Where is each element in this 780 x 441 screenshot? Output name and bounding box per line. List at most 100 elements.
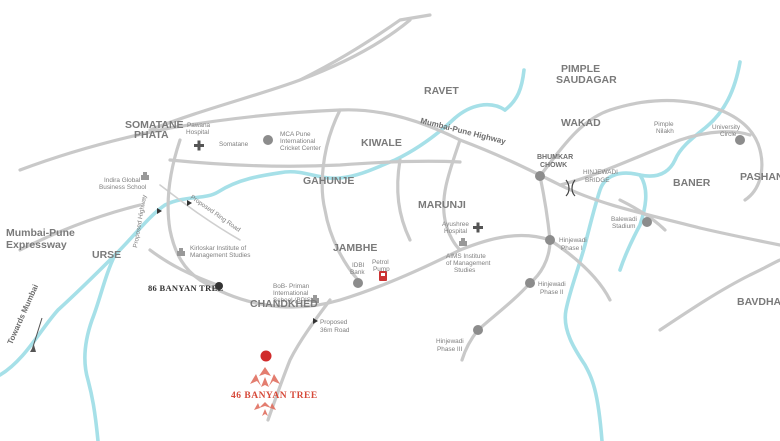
label-marunji: MARUNJI — [418, 199, 466, 211]
label-balewadi-2: Stadium — [612, 223, 635, 230]
road-urse — [18, 203, 142, 252]
label-gahunje: GAHUNJE — [303, 175, 354, 187]
label-urse: URSE — [92, 249, 121, 261]
label-idbi-1: IDBI — [352, 262, 365, 269]
label-pashan: PASHAN — [740, 171, 780, 183]
label-bpis-2: International — [273, 290, 308, 297]
label-chandkhed: CHANDKHED — [250, 298, 318, 310]
university-dot — [735, 135, 745, 145]
road-balewadi — [618, 198, 667, 232]
label-pimple-nilakh-2: Nilakh — [656, 128, 674, 135]
label-indira-2: Business School — [99, 184, 146, 191]
label-baner: BANER — [673, 177, 711, 189]
label-mca-1: MCA Pune — [280, 131, 311, 138]
hinjewadi-phase3-dot — [473, 325, 483, 335]
label-mca-3: Cricket Center — [280, 145, 322, 152]
label-ravet: RAVET — [424, 85, 459, 97]
school-icon-kirloskar — [177, 248, 185, 256]
label-bpis-3: School (BPIS) — [273, 297, 313, 304]
hinjewadi-bridge-marker — [565, 179, 576, 197]
label-university-1: University — [712, 124, 741, 131]
label-pimple-2: SAUDAGAR — [556, 74, 617, 86]
label-somatane-2: PHATA — [134, 129, 169, 141]
school-icon-aims — [459, 238, 467, 246]
banyan-46-dot — [260, 350, 272, 362]
label-aims-3: Studies — [454, 267, 475, 274]
label-ayushree-1: Ayushree — [442, 221, 469, 228]
school-icon-bpis — [311, 295, 319, 303]
label-ayushree-2: Hospital — [444, 228, 467, 235]
label-phase3-a: Hinjewadi — [436, 338, 464, 345]
label-pimple-1: PIMPLE — [561, 63, 600, 75]
pawana-hospital-icon — [194, 140, 204, 151]
label-idbi-2: Bank — [350, 269, 365, 276]
road-hinjewadi-phase3 — [460, 281, 532, 362]
mca-dot — [263, 135, 273, 145]
label-indira-1: Indira Global — [104, 177, 140, 184]
label-aims-1: AIMS Institute — [446, 253, 486, 260]
idbi-dot — [353, 278, 363, 288]
road-baner — [558, 130, 752, 187]
label-phase2-a: Hinjewadi — [538, 281, 566, 288]
label-bridge-1: HINJEWADI — [583, 169, 618, 176]
road-36m — [266, 298, 332, 422]
hinjewadi-phase2-dot — [525, 278, 535, 288]
banyan-tree-logo — [250, 367, 280, 416]
label-towards-mumbai: Towards Mumbai — [6, 283, 41, 346]
river-north — [503, 68, 526, 112]
label-balewadi-1: Balewadi — [611, 216, 637, 223]
label-mca-2: International — [280, 138, 315, 145]
label-36m-2: 36m Road — [320, 327, 350, 334]
towards-mumbai-arrow — [30, 317, 43, 352]
mumbai-pune-highway — [18, 108, 702, 230]
petrol-pump-icon — [379, 271, 387, 281]
label-ring-road: Proposed Ring Road — [189, 194, 242, 234]
label-kirloskar-1: Kirloskar Institute of — [190, 245, 246, 252]
road-ravet — [298, 13, 432, 82]
label-expressway-2: Expressway — [6, 239, 67, 251]
label-bridge-2: BRIDGE — [585, 177, 610, 184]
label-wakad: WAKAD — [561, 117, 601, 129]
label-phase2-b: Phase II — [540, 289, 564, 296]
label-bhumkar-1: BHUMKAR — [537, 154, 573, 161]
label-kiwale: KIWALE — [361, 137, 402, 149]
river-west — [0, 102, 507, 377]
road-marunji — [442, 138, 462, 252]
label-pawana-1: Pawana — [187, 122, 211, 129]
label-bavdhan: BAVDHAN — [737, 296, 780, 308]
road-chandkhed — [148, 248, 222, 288]
road-hinjewadi-phase1 — [528, 174, 552, 285]
banyan-86-dot — [215, 282, 223, 290]
label-somatane: Somatane — [219, 141, 249, 148]
balewadi-dot — [642, 217, 652, 227]
flag-proposed-highway — [157, 208, 162, 214]
label-somatane-1: SOMATANE — [125, 119, 184, 131]
label-bpis-1: BoB- Priman — [273, 283, 310, 290]
ring-road — [159, 184, 241, 241]
road-jambhe-hinjewadi — [198, 233, 552, 309]
label-aims-2: of Management — [446, 260, 491, 267]
flag-36m-road — [313, 318, 318, 324]
label-petrol-1: Petrol — [372, 259, 389, 266]
label-36m-1: Proposed — [320, 319, 348, 326]
road-wakad-north — [538, 108, 612, 178]
label-pawana-2: Hospital — [186, 129, 209, 136]
road-university — [608, 98, 764, 202]
road-somatane-gahunje — [168, 158, 462, 168]
label-pimple-nilakh-1: Pimple — [654, 121, 674, 128]
school-icon-indira — [141, 172, 149, 180]
label-banyan-86: 86 BANYAN TREE — [148, 283, 224, 293]
label-kirloskar-2: Management Studies — [190, 252, 250, 259]
label-petrol-2: Pump — [373, 266, 390, 273]
label-jambhe: JAMBHE — [333, 242, 377, 254]
road-marunji-west — [396, 158, 412, 242]
ayushree-hospital-icon — [473, 222, 483, 233]
road-pashan — [698, 226, 780, 247]
road-phase2-east — [548, 238, 612, 302]
hinjewadi-phase1-dot — [545, 235, 555, 245]
road-kiwale — [320, 108, 360, 282]
label-university-2: Circle — [720, 131, 737, 138]
label-phase3-b: Phase III — [437, 346, 462, 353]
